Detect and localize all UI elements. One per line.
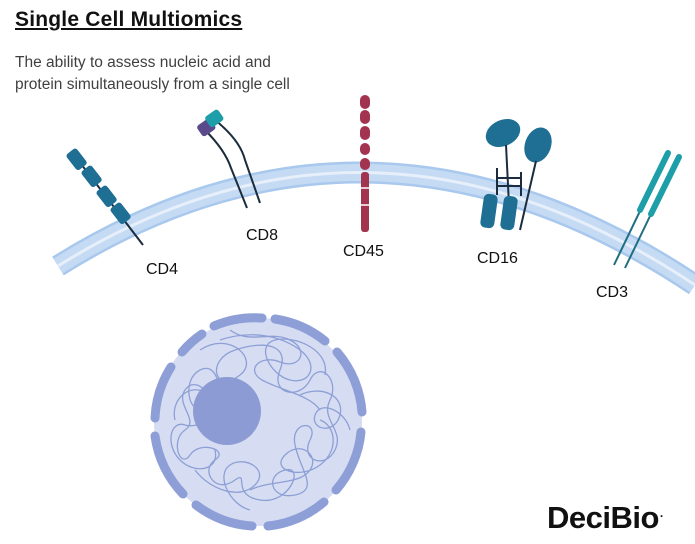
cd3-receptor	[613, 150, 682, 269]
cell-membrane	[52, 161, 695, 295]
cd4-receptor	[66, 148, 144, 246]
marker-label-cd45: CD45	[343, 243, 384, 260]
cd16-receptor	[480, 118, 552, 231]
page-title: Single Cell Multiomics	[15, 8, 243, 31]
nucleolus	[193, 377, 261, 445]
nucleus	[150, 313, 367, 531]
marker-label-cd4: CD4	[146, 261, 178, 278]
marker-label-cd16: CD16	[477, 250, 518, 267]
marker-label-cd3: CD3	[596, 284, 628, 301]
chromatin	[170, 329, 351, 511]
brand-suffix: .	[659, 505, 663, 520]
brand-name: DeciBio	[547, 500, 659, 535]
cd8-receptor	[197, 109, 261, 209]
page-subtitle: The ability to assess nucleic acid and p…	[15, 54, 290, 93]
marker-label-cd8: CD8	[246, 227, 278, 244]
decibio-logo: DeciBio.	[547, 500, 663, 536]
cd45-receptor	[360, 95, 370, 232]
